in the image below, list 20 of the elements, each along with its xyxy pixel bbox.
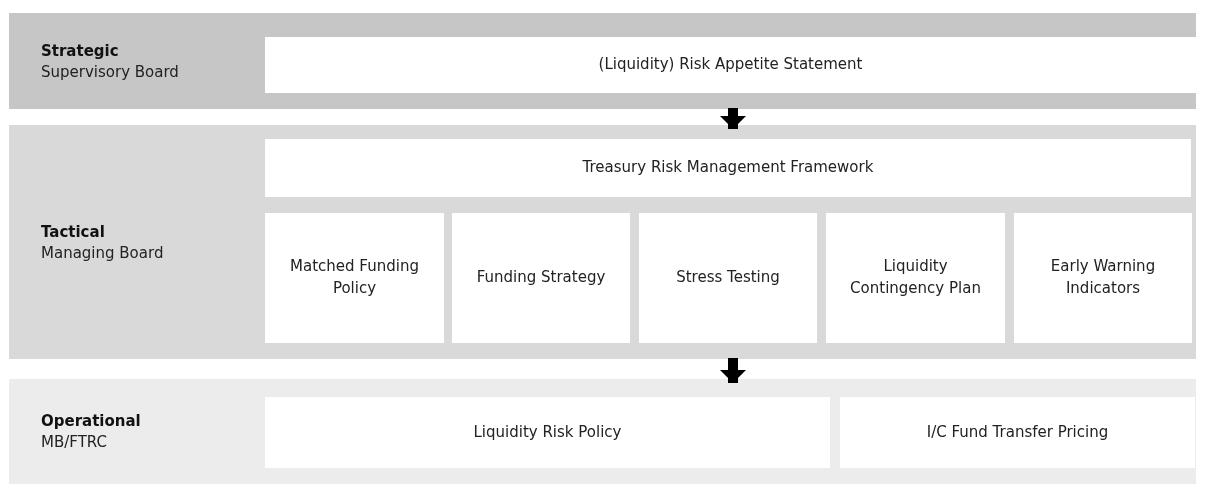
tier-title: Tactical: [41, 222, 106, 241]
tier-band: [9, 13, 1196, 109]
tier-title: Strategic: [41, 41, 120, 60]
process-box: (Liquidity) Risk Appetite Statement: [265, 37, 1196, 93]
tier-band: [9, 379, 1196, 484]
process-box: Funding Strategy: [452, 213, 630, 343]
tier-title: Operational: [41, 412, 142, 430]
arrow: [720, 358, 746, 383]
tier-owner: Supervisory Board: [41, 62, 180, 81]
process-box: Liquidity Risk Policy: [265, 397, 830, 468]
process-box: Treasury Risk Management Framework: [265, 139, 1191, 197]
process-box: Stress Testing: [639, 213, 817, 343]
process-box: Liquidity Contingency Plan: [826, 213, 1005, 343]
arrow: [720, 108, 746, 129]
process-box: Early Warning Indicators: [1014, 213, 1192, 343]
tier-owner: Managing Board: [41, 243, 165, 262]
tier-owner: MB/FTRC: [41, 433, 108, 451]
tier-band: [9, 125, 1196, 359]
process-box: I/C Fund Transfer Pricing: [840, 397, 1195, 468]
process-box: Matched Funding Policy: [265, 213, 444, 343]
